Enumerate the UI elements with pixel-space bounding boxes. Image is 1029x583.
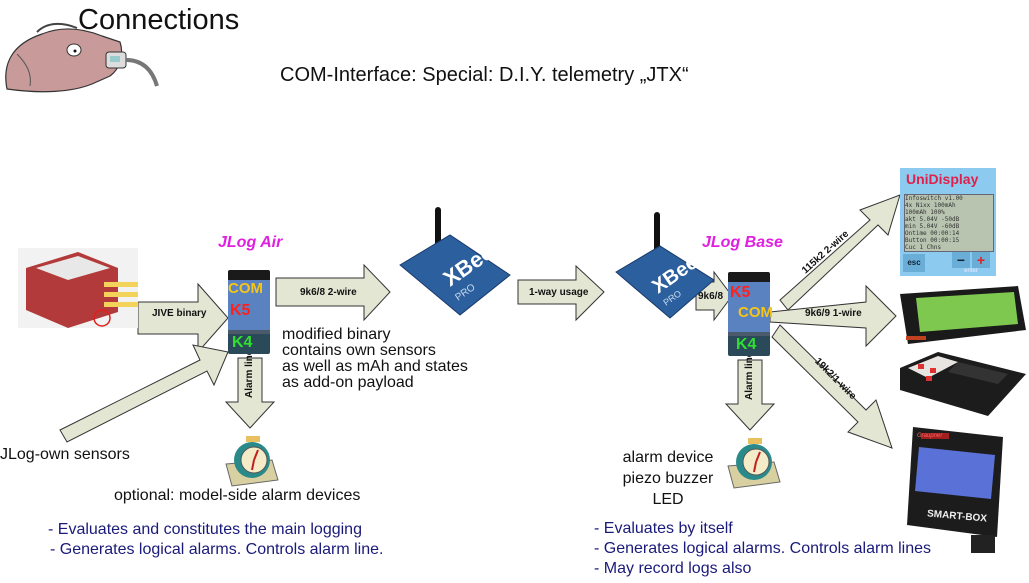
- mascot-plug-icon: [2, 14, 162, 94]
- smartbox-brand: Graupner: [917, 433, 943, 439]
- alarm-clock-icon: [724, 432, 782, 490]
- jlog-base-module: K5 COM K4: [728, 272, 773, 356]
- out-arrow-2: [769, 284, 897, 348]
- jlog-air-label: JLog Air: [218, 234, 283, 251]
- link-label: 1-way usage: [529, 287, 589, 298]
- esc-button[interactable]: esc: [903, 254, 925, 272]
- unidisplay-screen: Infoswitch v1.00 4x Nixx 100mAh 100mAh 1…: [904, 194, 994, 252]
- lcd-display-device: [898, 284, 1028, 346]
- sensors-arrow: [59, 344, 229, 443]
- jlog-base-label: JLog Base: [702, 234, 783, 251]
- base-bullet: - Generates logical alarms. Controls ala…: [594, 540, 932, 557]
- payload-note-line: contains own sensors: [282, 342, 436, 359]
- payload-note: modified binary contains own sensors as …: [282, 327, 468, 391]
- out-arrow-2-label: 9k6/9 1-wire: [805, 308, 862, 319]
- payload-note-line: as well as mAh and states: [282, 358, 468, 375]
- enter-label: enter: [964, 268, 978, 274]
- air-port-k4: K4: [232, 334, 253, 351]
- base-bullet: - Evaluates by itself: [594, 520, 733, 537]
- screen-line: 100mAh 100%: [905, 209, 945, 216]
- base-bullets: - Evaluates by itself - Generates logica…: [594, 519, 931, 579]
- payload-note-line: modified binary: [282, 326, 391, 343]
- air-bullet: - Evaluates and constitutes the main log…: [48, 521, 362, 538]
- alarm-clock-icon: [222, 430, 280, 488]
- screen-line: Cuc 1 Chns: [905, 244, 942, 251]
- minus-button[interactable]: −: [952, 252, 970, 268]
- screen-line: Button 00:00:15: [905, 237, 960, 244]
- xbee-base-image: XBee PRO: [610, 210, 720, 325]
- page-title: Connections: [78, 4, 240, 36]
- link-arrow: [517, 264, 605, 322]
- unidisplay-device: UniDisplay Infoswitch v1.00 4x Nixx 100m…: [900, 168, 996, 276]
- payload-note-line: as add-on payload: [282, 374, 414, 391]
- base-port-k5: K5: [730, 284, 751, 301]
- base-alarm-arrow: [724, 359, 776, 431]
- screen-line: min 5.04V -60dB: [905, 223, 960, 230]
- base-alarm-note-line: alarm device: [622, 449, 714, 466]
- jive-binary-label: JIVE binary: [152, 308, 207, 319]
- air-bullets: - Evaluates and constitutes the main log…: [48, 520, 383, 560]
- smartbox-device: Graupner SMART-BOX: [905, 425, 1005, 555]
- jive-controller-image: [18, 248, 138, 328]
- base-alarm-note-line: LED: [652, 491, 684, 508]
- data-terminal-device: [898, 350, 1028, 418]
- base-alarm-note: alarm device piezo buzzer LED: [610, 447, 726, 510]
- air-out-label: 9k6/8 2-wire: [300, 287, 357, 298]
- out-arrow-1: [779, 194, 901, 311]
- jlog-air-module: COM K5 K4: [228, 270, 270, 354]
- air-alarm-arrow: [224, 357, 276, 429]
- screen-line: 4x Nixx 100mAh: [905, 202, 956, 209]
- sensors-label: JLog-own sensors: [0, 446, 130, 463]
- base-alarm-note-line: piezo buzzer: [622, 470, 714, 487]
- base-in-label: 9k6/8: [698, 291, 724, 302]
- air-bullet: - Generates logical alarms. Controls ala…: [50, 541, 384, 558]
- unidisplay-brand: UniDisplay: [906, 171, 979, 187]
- air-port-k5: K5: [230, 302, 251, 319]
- air-port-com: COM: [228, 280, 263, 297]
- screen-line: akt 5.04V -50dB: [905, 216, 960, 223]
- screen-line: Ontime 00:00:14: [905, 230, 960, 237]
- out-arrow-3: [771, 324, 893, 449]
- base-bullet: - May record logs also: [594, 560, 752, 577]
- base-port-k4: K4: [736, 336, 757, 353]
- alarm-devices-note: optional: model-side alarm devices: [114, 487, 361, 504]
- base-port-com: COM: [738, 304, 773, 321]
- plus-button[interactable]: +: [972, 252, 990, 268]
- jive-binary-arrow: [137, 282, 229, 354]
- xbee-air-image: XBee PRO: [390, 205, 520, 330]
- page-subtitle: COM-Interface: Special: D.I.Y. telemetry…: [280, 64, 689, 86]
- air-out-arrow: [275, 263, 391, 322]
- screen-line: Infoswitch v1.00: [905, 195, 963, 202]
